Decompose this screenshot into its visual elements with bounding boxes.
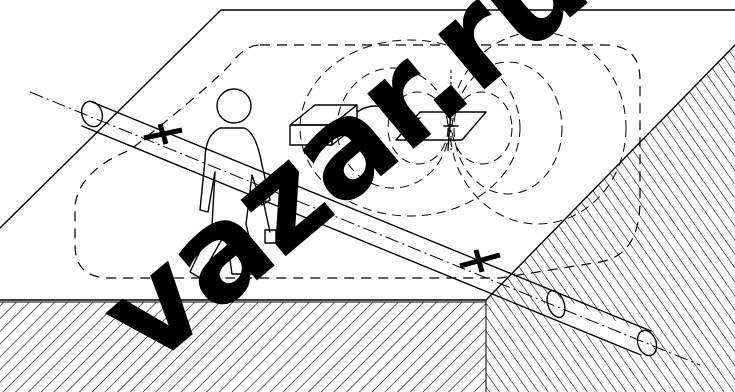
fault-marker-right	[460, 250, 500, 272]
